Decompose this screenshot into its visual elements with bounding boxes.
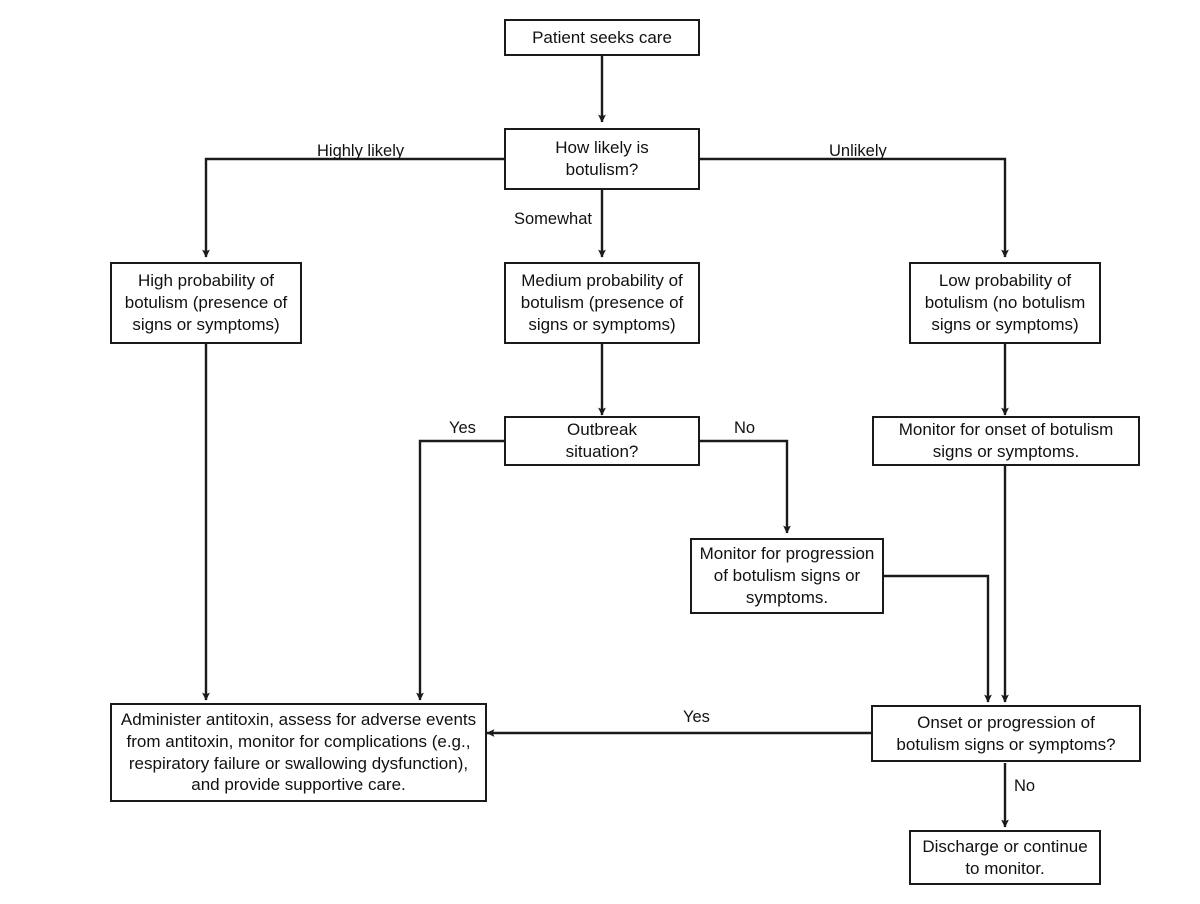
node-outbreak-situation[interactable]: Outbreak situation?	[504, 416, 700, 466]
node-high-probability[interactable]: High probability of botulism (presence o…	[110, 262, 302, 344]
node-low-probability-label: Low probability of botulism (no botulism…	[924, 271, 1086, 334]
node-outbreak-situation-label: Outbreak situation?	[565, 420, 639, 461]
node-onset-or-progression-label: Onset or progression of botulism signs o…	[896, 712, 1116, 754]
node-monitor-for-onset[interactable]: Monitor for onset of botulism signs or s…	[872, 416, 1140, 466]
node-monitor-for-onset-label: Monitor for onset of botulism signs or s…	[898, 420, 1114, 461]
node-high-probability-label: High probability of botulism (presence o…	[124, 271, 288, 334]
edge-outbreak-yes-to-antitoxin	[416, 439, 504, 701]
node-patient-seeks-care[interactable]: Patient seeks care	[504, 19, 700, 56]
edge-label-highly-likely: Highly likely	[317, 142, 405, 160]
node-patient-seeks-care-label: Patient seeks care	[532, 27, 672, 47]
node-discharge-or-continue-label: Discharge or continue to monitor.	[922, 836, 1088, 878]
node-discharge-or-continue[interactable]: Discharge or continue to monitor.	[909, 830, 1101, 885]
node-onset-or-progression[interactable]: Onset or progression of botulism signs o…	[871, 705, 1141, 762]
edge-label-outbreak-no: No	[734, 419, 756, 437]
edge-howlikely-unlikely	[700, 157, 1009, 258]
edge-outbreak-no-to-monitor-progression	[700, 439, 791, 534]
node-how-likely-is-botulism-label: How likely is botulism?	[555, 138, 649, 179]
node-medium-probability-label: Medium probability of botulism (presence…	[520, 271, 684, 334]
edge-howlikely-highly-likely	[202, 157, 504, 258]
edge-label-unlikely: Unlikely	[829, 142, 887, 160]
node-administer-antitoxin[interactable]: Administer antitoxin, assess for adverse…	[110, 703, 487, 802]
node-monitor-for-progression-label: Monitor for progression of botulism sign…	[699, 544, 875, 607]
edge-label-outbreak-yes: Yes	[449, 419, 476, 437]
node-administer-antitoxin-label: Administer antitoxin, assess for adverse…	[120, 710, 477, 795]
node-how-likely-is-botulism[interactable]: How likely is botulism?	[504, 128, 700, 190]
node-monitor-for-progression[interactable]: Monitor for progression of botulism sign…	[690, 538, 884, 614]
edge-label-onset-yes: Yes	[683, 708, 710, 726]
edge-label-somewhat: Somewhat	[514, 210, 592, 228]
node-low-probability[interactable]: Low probability of botulism (no botulism…	[909, 262, 1101, 344]
edge-label-onset-no: No	[1014, 777, 1036, 795]
node-medium-probability[interactable]: Medium probability of botulism (presence…	[504, 262, 700, 344]
edge-monitor-progression-to-onset	[884, 574, 992, 703]
